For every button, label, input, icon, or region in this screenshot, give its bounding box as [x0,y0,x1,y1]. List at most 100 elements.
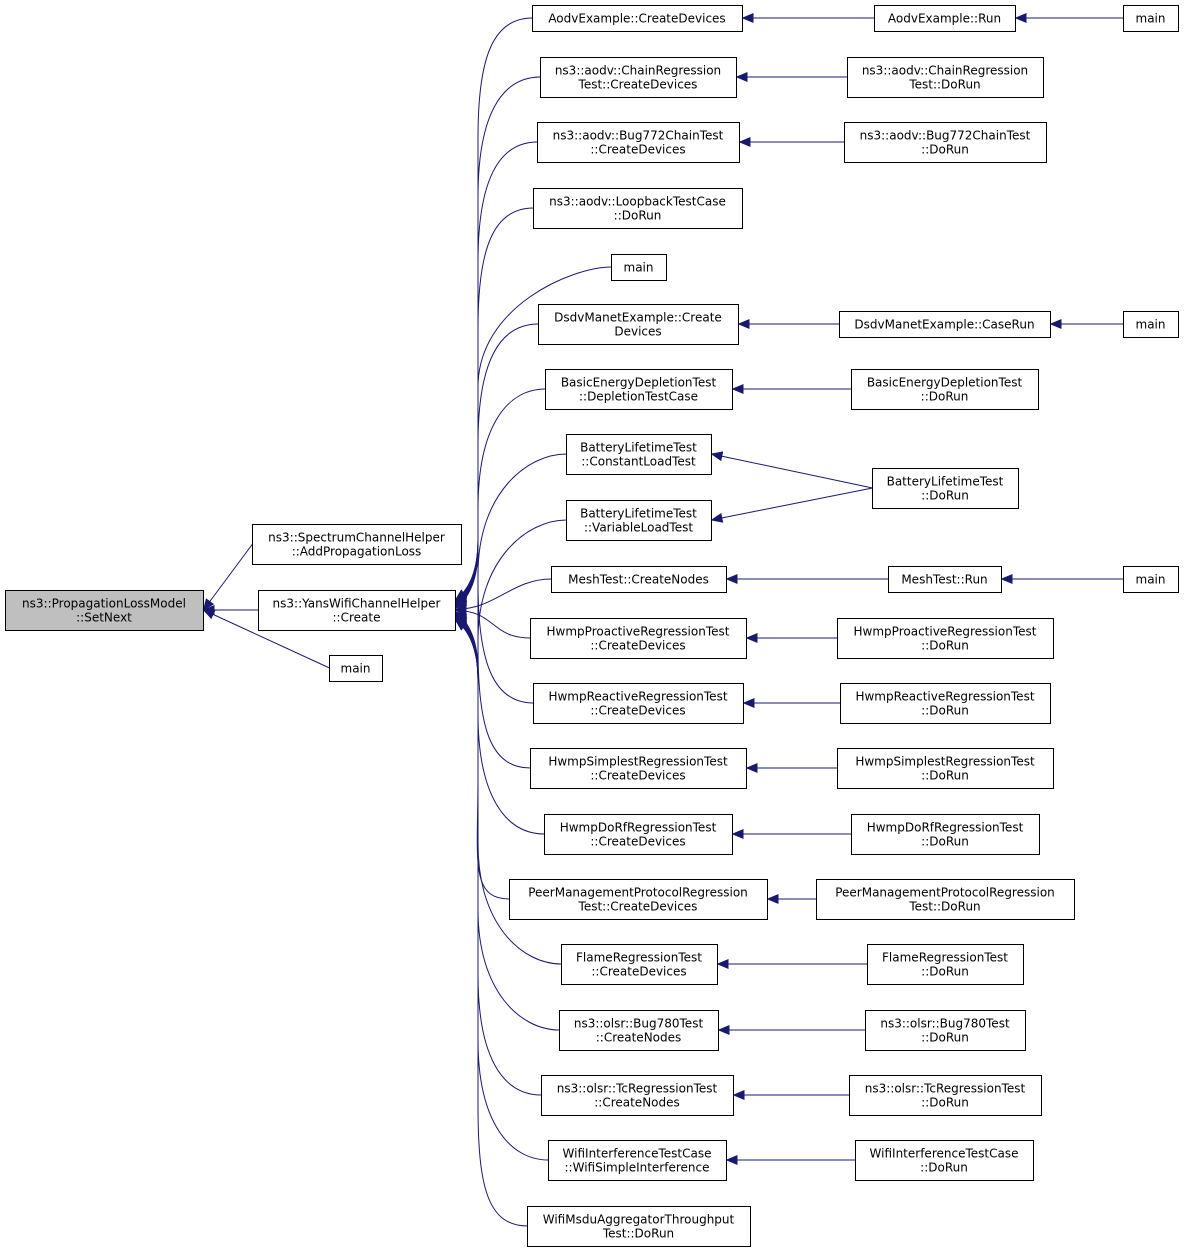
node-blt-cl[interactable]: BatteryLifetimeTest::ConstantLoadTest [566,434,712,475]
node-blt-dr[interactable]: BatteryLifetimeTest::DoRun [872,468,1019,509]
node-box [530,618,747,659]
node-label-line: ::VariableLoadTest [584,521,693,535]
node-olsrtc-cn[interactable]: ns3::olsr::TcRegressionTest::CreateNodes [541,1075,734,1116]
edge-aodvex-cd-to-yans [454,17,533,601]
node-label-line: ::CreateDevices [591,965,686,979]
node-flame-cd[interactable]: FlameRegressionTest::CreateDevices [561,944,718,985]
node-box [839,311,1051,338]
node-bug772-dr[interactable]: ns3::aodv::Bug772ChainTest::DoRun [844,122,1047,163]
edge-mesh-cn-to-yans [454,578,552,615]
node-hpro-cd[interactable]: HwmpProactiveRegressionTest::CreateDevic… [530,618,747,659]
node-hrea-dr[interactable]: HwmpReactiveRegressionTest::DoRun [840,683,1051,724]
node-olsrtc-dr[interactable]: ns3::olsr::TcRegressionTest::DoRun [849,1075,1042,1116]
node-box [533,188,743,229]
node-mesh-run[interactable]: MeshTest::Run [888,566,1002,593]
node-box [837,748,1054,789]
node-label-line: ::CreateDevices [590,639,685,653]
node-box [509,879,768,920]
node-main-c[interactable]: main [611,254,667,281]
node-box [849,1075,1042,1116]
edge-spectrum-to-root [202,543,253,611]
node-label-line: Test::CreateDevices [578,78,698,92]
node-bed-cd[interactable]: BasicEnergyDepletionTest::DepletionTestC… [545,369,733,410]
node-dsdv-cd[interactable]: DsdvManetExample::CreateDevices [538,304,739,345]
node-main-e[interactable]: main [1123,566,1179,593]
node-bug772-cd[interactable]: ns3::aodv::Bug772ChainTest::CreateDevice… [537,122,740,163]
node-box [561,944,718,985]
edge-blt-vl-to-yans [454,519,567,641]
node-main-b[interactable]: main [1123,5,1179,32]
node-label-line: main [1136,318,1166,332]
node-wifi-si[interactable]: WifiInterferenceTestCase::WifiSimpleInte… [548,1140,727,1181]
node-label-line: ::DoRun [921,390,969,404]
node-hdo-cd[interactable]: HwmpDoRfRegressionTest::CreateDevices [544,814,733,855]
node-wifi-dr[interactable]: WifiInterferenceTestCase::DoRun [855,1140,1034,1181]
edge-main-c-to-yans [454,266,612,604]
node-main-a[interactable]: main [329,655,383,682]
node-label-line: ::CreateDevices [590,704,685,718]
node-olsr780-cn[interactable]: ns3::olsr::Bug780Test::CreateNodes [559,1010,719,1051]
node-label-line: ns3::olsr::Bug780Test [574,1017,704,1031]
node-hpro-dr[interactable]: HwmpProactiveRegressionTest::DoRun [837,618,1054,659]
edge-blt-dr-to-blt-cl [710,451,873,489]
node-mesh-cn[interactable]: MeshTest::CreateNodes [551,566,727,593]
node-box [5,590,204,631]
node-label-line: ::CreateDevices [590,143,685,157]
node-bed-dr[interactable]: BasicEnergyDepletionTest::DoRun [851,369,1039,410]
node-box [258,590,456,631]
node-olsr780-dr[interactable]: ns3::olsr::Bug780Test::DoRun [865,1010,1026,1051]
node-box [551,566,727,593]
node-label-line: ::DoRun [921,143,969,157]
node-box [874,5,1016,32]
node-label-line: HwmpProactiveRegressionTest [854,625,1037,639]
node-dsdv-cr[interactable]: DsdvManetExample::CaseRun [839,311,1051,338]
node-blt-vl[interactable]: BatteryLifetimeTest::VariableLoadTest [566,500,712,541]
node-label-line: AodvExample::CreateDevices [548,12,725,26]
node-label-line: ns3::aodv::ChainRegression [862,64,1028,78]
node-aodvex-run[interactable]: AodvExample::Run [874,5,1016,32]
node-label-line: BasicEnergyDepletionTest [867,376,1023,390]
node-label-line: DsdvManetExample::CaseRun [854,318,1034,332]
node-hdo-dr[interactable]: HwmpDoRfRegressionTest::DoRun [851,814,1040,855]
node-peer-cd[interactable]: PeerManagementProtocolRegressionTest::Cr… [509,879,768,920]
edge-olsrtc-cn-to-yans [454,619,542,1096]
node-label-line: HwmpDoRfRegressionTest [560,821,717,835]
node-label-line: AodvExample::Run [888,12,1001,26]
node-box [533,683,744,724]
node-label-line: WifiInterferenceTestCase [563,1147,712,1161]
node-main-d[interactable]: main [1123,311,1179,338]
node-aodvex-cd[interactable]: AodvExample::CreateDevices [532,5,743,32]
node-label-line: HwmpSimplestRegressionTest [855,755,1035,769]
node-box [559,1010,719,1051]
node-peer-dr[interactable]: PeerManagementProtocolRegressionTest::Do… [816,879,1075,920]
node-label-line: ns3::aodv::Bug772ChainTest [860,129,1031,143]
edge-hrea-cd-to-yans [454,582,534,704]
edge-chain-cd-to-yans [454,76,541,601]
node-loopback[interactable]: ns3::aodv::LoopbackTestCase::DoRun [533,188,743,229]
node-flame-dr[interactable]: FlameRegressionTest::DoRun [867,944,1024,985]
node-label-line: ns3::olsr::TcRegressionTest [865,1082,1026,1096]
node-hrea-cd[interactable]: HwmpReactiveRegressionTest::CreateDevice… [533,683,744,724]
node-box [538,304,739,345]
node-label-line: Test::DoRun [908,78,980,92]
node-box [865,1010,1026,1051]
node-root[interactable]: ns3::PropagationLossModel::SetNext [5,590,204,631]
node-hsim-dr[interactable]: HwmpSimplestRegressionTest::DoRun [837,748,1054,789]
node-yans[interactable]: ns3::YansWifiChannelHelper::Create [258,590,456,631]
node-label-line: WifiInterferenceTestCase [870,1147,1019,1161]
node-label-line: ::DoRun [921,965,969,979]
node-label-line: ::ConstantLoadTest [581,455,696,469]
edges-layer [202,13,1124,1227]
node-label-line: ::DoRun [614,209,662,223]
edge-bed-cd-to-yans [454,388,546,607]
node-label-line: HwmpDoRfRegressionTest [867,821,1024,835]
node-label-line: HwmpReactiveRegressionTest [855,690,1034,704]
node-label-line: BasicEnergyDepletionTest [561,376,717,390]
node-hsim-cd[interactable]: HwmpSimplestRegressionTest::CreateDevice… [530,748,747,789]
node-spectrum[interactable]: ns3::SpectrumChannelHelper::AddPropagati… [252,524,462,565]
edge-msdu-dr-to-yans [454,619,528,1227]
node-chain-cd[interactable]: ns3::aodv::ChainRegressionTest::CreateDe… [540,57,737,98]
node-label-line: main [624,261,654,275]
